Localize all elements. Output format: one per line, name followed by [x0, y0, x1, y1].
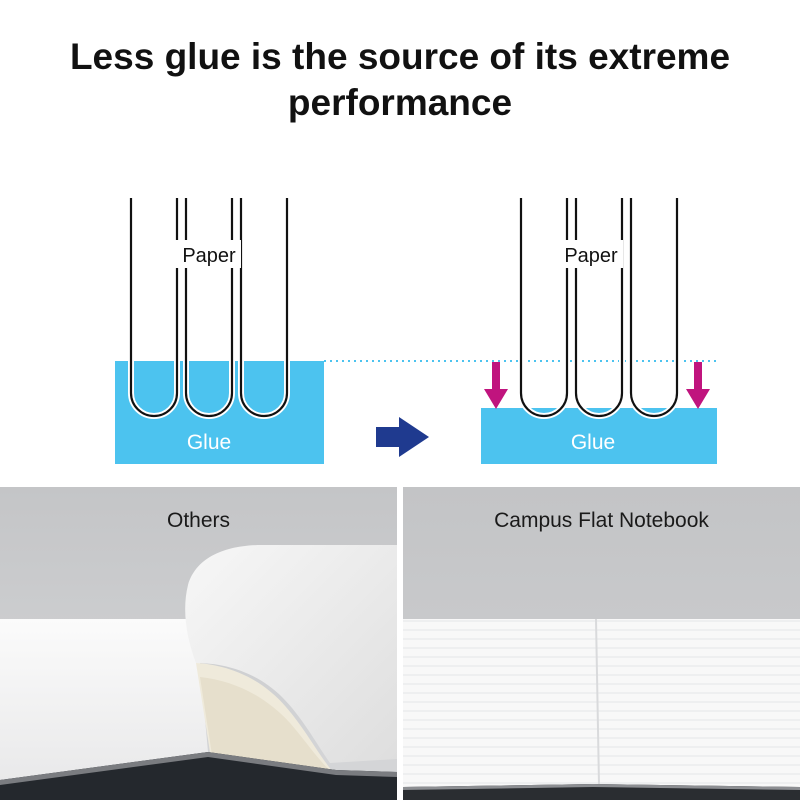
others-notebook-illustration: [0, 487, 397, 800]
paper-sheet: [519, 198, 569, 418]
paper-fill-right: [518, 198, 680, 419]
right-arrow-icon: [376, 417, 429, 457]
photo-divider: [397, 487, 403, 800]
glue-label-right: Glue: [571, 431, 615, 454]
paper-sheet: [129, 198, 179, 418]
paper-label-right: Paper: [564, 245, 618, 267]
paper-sheet: [184, 198, 234, 418]
down-arrow-icons: [484, 362, 710, 409]
paper-sheet: [574, 198, 624, 418]
paper-label-left: Paper: [182, 245, 236, 267]
campus-notebook-photo: Campus Flat Notebook: [403, 487, 800, 800]
paper-label-bg: [175, 240, 241, 268]
paper-label-bg: [557, 240, 623, 268]
paper-sheet: [629, 198, 679, 418]
glue-comparison-diagram: Paper Glue Paper Glue: [115, 198, 717, 464]
paper-sheets-right: [519, 198, 679, 418]
right-diagram: Paper Glue: [481, 198, 717, 464]
title-line-1: Less glue is the source of its extreme: [69, 36, 731, 77]
campus-caption: Campus Flat Notebook: [494, 509, 709, 532]
glue-label-left: Glue: [187, 431, 231, 454]
down-arrow-icon: [484, 362, 508, 409]
others-notebook-photo: Others: [0, 487, 397, 800]
left-diagram: Paper Glue: [115, 198, 324, 464]
others-caption: Others: [166, 509, 231, 532]
paper-sheets-left: [129, 198, 289, 418]
down-arrow-icon: [686, 362, 710, 409]
title-line-2: performance: [287, 82, 513, 123]
campus-notebook-illustration: [403, 487, 800, 800]
paper-sheet: [239, 198, 289, 418]
page-title: Less glue is the source of its extreme p…: [0, 34, 800, 126]
